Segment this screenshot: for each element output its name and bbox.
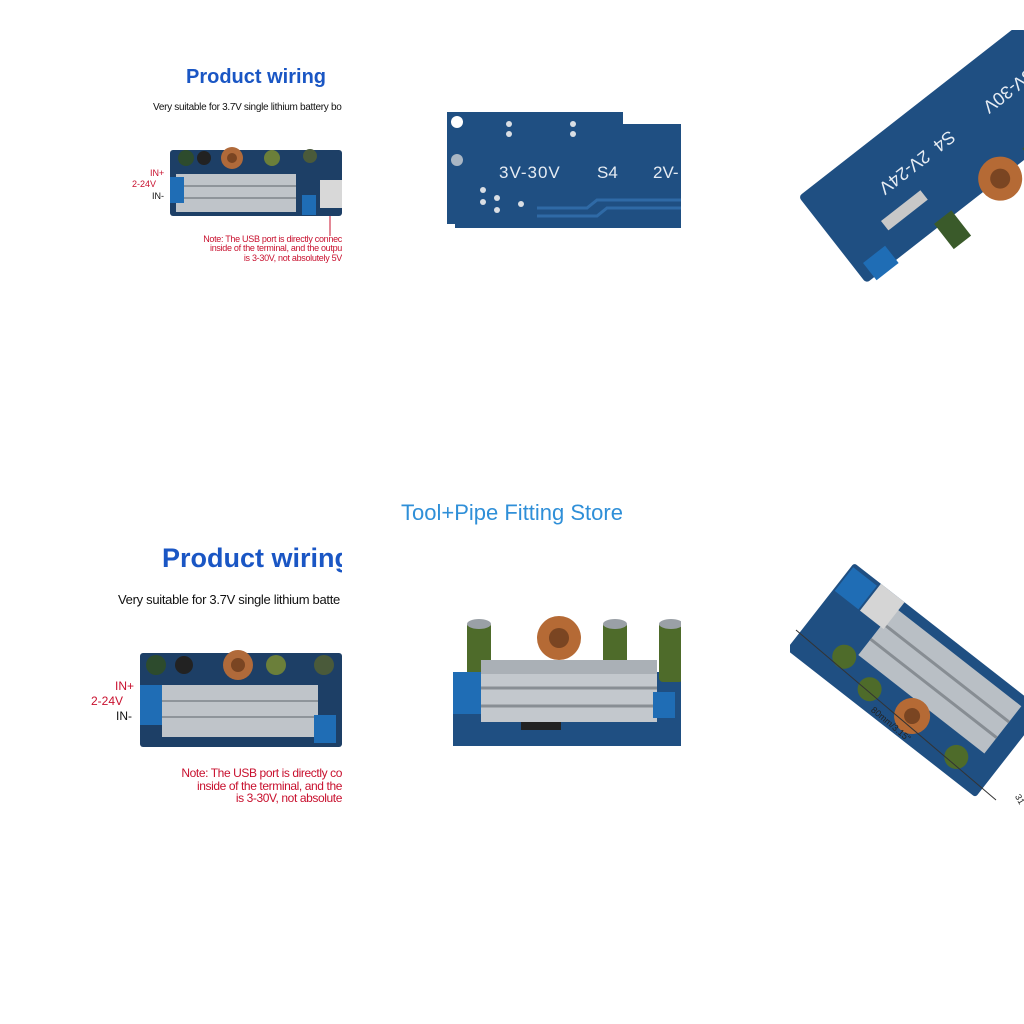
wiring-note: Note: The USB port is directly co inside… — [181, 767, 342, 805]
pcb-board-illustration — [170, 147, 342, 236]
wiring-note-line: Note: The USB port is directly connec — [203, 234, 342, 244]
wiring-note-line: is 3-30V, not absolute — [235, 791, 342, 806]
wiring-image-large[interactable]: Product wiring Very suitable for 3.7V si… — [80, 535, 342, 815]
wiring-note: Note: The USB port is directly connec in… — [203, 234, 342, 263]
store-name[interactable]: Tool+Pipe Fitting Store — [401, 500, 623, 525]
wiring-note-line: inside of the terminal, and the — [196, 778, 342, 793]
pcb-dimension: 80mm/3.15" 31 — [790, 564, 1024, 806]
pcb-front-heatsink-image[interactable] — [447, 612, 681, 746]
pin-in-plus-label: IN+ — [150, 168, 165, 178]
pcb-back-closeup-image[interactable]: 3V-30V S4 2V- — [447, 112, 681, 228]
pcb-label-2v: 2V- — [653, 163, 679, 182]
wiring-title: Product wiring — [186, 66, 326, 88]
dimension-label-secondary: 31 — [1013, 792, 1024, 806]
pcb-label-3v30v: 3V-30V — [499, 163, 561, 182]
pin-in-plus-label: IN+ — [115, 679, 135, 693]
wiring-image-small[interactable]: Product wiring Very suitable for 3.7V si… — [120, 40, 342, 300]
pcb-label-s4: S4 — [597, 163, 618, 182]
pcb-back-angled: 2V-24V S4 3V-30V — [800, 30, 1024, 282]
pcb-back-angled-image[interactable]: 2V-24V S4 3V-30V — [780, 30, 1024, 320]
wiring-subtitle: Very suitable for 3.7V single lithium ba… — [118, 592, 340, 607]
pin-in-minus-label: IN- — [116, 709, 132, 723]
wiring-note-line: is 3-30V, not absolutely 5V — [243, 252, 342, 263]
pin-voltage-label: 2-24V — [132, 179, 157, 189]
pcb-dimension-image[interactable]: 80mm/3.15" 31 — [790, 560, 1024, 820]
wiring-subtitle: Very suitable for 3.7V single lithium ba… — [153, 102, 342, 113]
wiring-title: Product wiring — [162, 543, 342, 573]
wiring-note-line: Note: The USB port is directly co — [181, 766, 342, 780]
pin-in-minus-label: IN- — [152, 191, 164, 201]
wiring-note-line: inside of the terminal, and the outpu — [210, 243, 342, 254]
pcb-front-heatsink — [453, 616, 681, 746]
pcb-back-closeup: 3V-30V S4 2V- — [447, 112, 681, 228]
pcb-board-illustration — [140, 650, 342, 747]
pin-voltage-label: 2-24V — [91, 694, 124, 708]
